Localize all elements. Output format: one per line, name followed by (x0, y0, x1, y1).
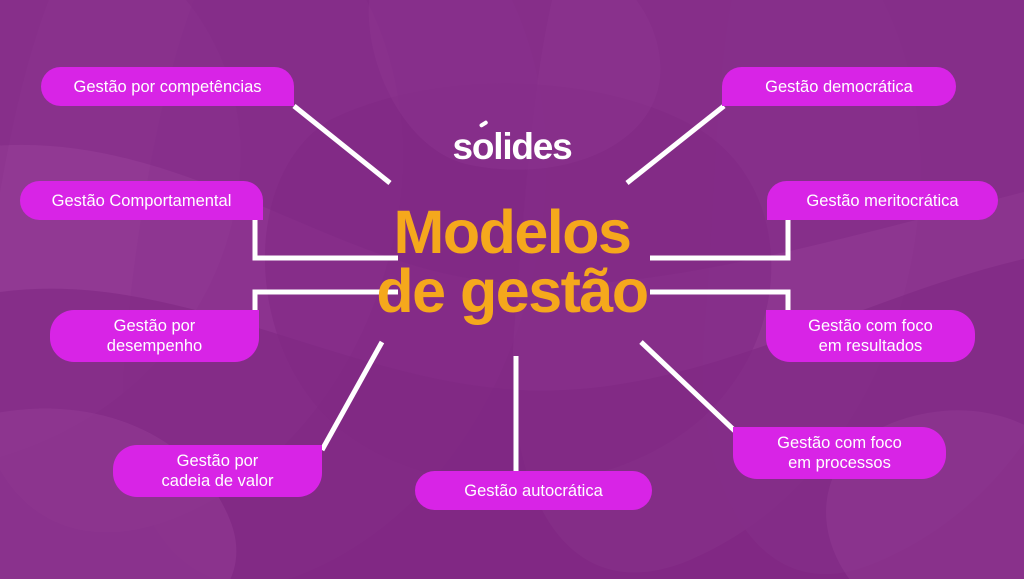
node-gestao-democratica[interactable]: Gestão democrática (722, 67, 956, 106)
connector-gestao-com-foco-em-resultados (650, 289, 791, 311)
node-gestao-com-foco-em-resultados[interactable]: Gestão com foco em resultados (766, 310, 975, 362)
node-gestao-comportamental[interactable]: Gestão Comportamental (20, 181, 263, 220)
connector-gestao-por-desempenho (252, 289, 398, 311)
connector-gestao-por-cadeia-de-valor (319, 340, 385, 452)
node-gestao-autocratica[interactable]: Gestão autocrática (415, 471, 652, 510)
connector-gestao-com-foco-em-processos (639, 340, 738, 434)
node-gestao-meritocratica[interactable]: Gestão meritocrática (767, 181, 998, 220)
connector-gestao-democratica (625, 104, 726, 185)
connector-gestao-por-competencias (292, 104, 392, 185)
node-gestao-por-desempenho[interactable]: Gestão por desempenho (50, 310, 259, 362)
node-gestao-com-foco-em-processos[interactable]: Gestão com foco em processos (733, 427, 946, 479)
node-gestao-por-competencias[interactable]: Gestão por competências (41, 67, 294, 106)
connector-gestao-comportamental (252, 219, 398, 261)
node-gestao-por-cadeia-de-valor[interactable]: Gestão por cadeia de valor (113, 445, 322, 497)
connector-gestao-meritocratica (650, 219, 791, 261)
